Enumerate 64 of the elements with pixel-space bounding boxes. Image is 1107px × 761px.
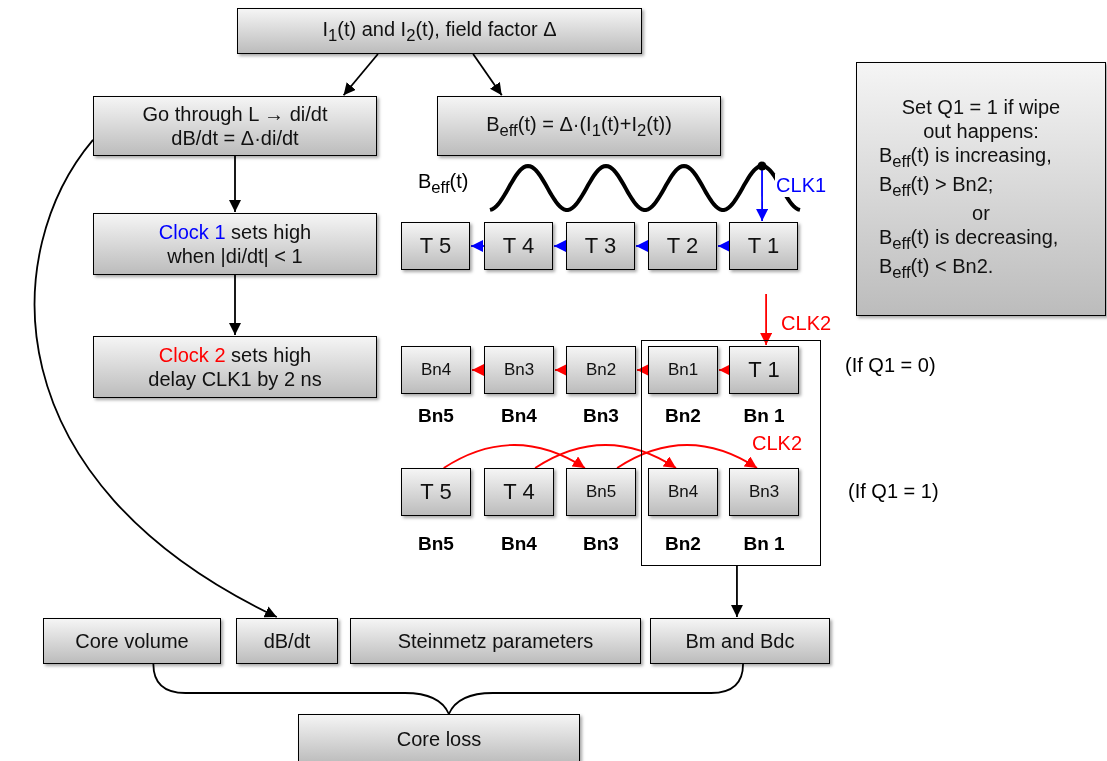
- register-label: Bn5: [418, 405, 454, 427]
- box-text: or: [971, 201, 991, 225]
- edge-label: CLK1: [775, 174, 828, 197]
- box-text: T 4: [502, 232, 535, 260]
- arrow: [730, 565, 743, 618]
- register-label: Bn 1: [743, 533, 785, 555]
- arrow: [229, 155, 241, 213]
- box-text: dB/dt: [263, 629, 311, 653]
- box-text: Bn4: [667, 481, 699, 503]
- arrow: [553, 240, 567, 252]
- clock-label: CLK2: [752, 432, 803, 455]
- arrow: [718, 364, 731, 376]
- condition-text: (If Q1 = 1): [848, 480, 939, 503]
- arrow: [534, 444, 677, 469]
- box-text: T 5: [420, 478, 452, 506]
- box-text: Bn3: [503, 359, 535, 381]
- arrow: [34, 138, 278, 618]
- box-text: T 4: [503, 478, 535, 506]
- arrow: [554, 364, 567, 376]
- box-text: T 5: [419, 232, 452, 260]
- arrow: [472, 53, 503, 97]
- box-text: B$_{eff}$(t) = Δ·(I$_{1}$(t)+I$_{2}$(t)): [486, 111, 672, 141]
- box-text: Steinmetz parameters: [397, 629, 594, 653]
- register-label: Bn3: [583, 405, 619, 427]
- box-text: Go through L → di/dt dB/dt = Δ·di/dt: [141, 102, 329, 150]
- arrow: [760, 293, 773, 346]
- box-text: B$_{eff}$(t) is decreasing, B$_{eff}$(t) < Bn2.: [879, 225, 1060, 283]
- box-text: Bn5: [585, 481, 617, 503]
- register-label: Bn4: [501, 405, 537, 427]
- box-text: Bn2: [585, 359, 617, 381]
- arrow: [616, 444, 758, 469]
- register-label: Bn 1: [743, 405, 785, 427]
- arrow: [636, 364, 649, 376]
- arrow: [342, 53, 379, 97]
- box-text: T 1: [747, 232, 780, 260]
- box-text: Core loss: [396, 727, 482, 751]
- box-text: Set Q1 = 1 if wipe out happens:: [900, 95, 1062, 143]
- box-text: Bn1: [667, 359, 699, 381]
- box-text: Bm and Bdc: [685, 629, 795, 653]
- arrow: [471, 364, 485, 376]
- box-text: Bn3: [748, 481, 780, 503]
- arrow: [442, 444, 586, 469]
- signal-label: B$_{eff}$(t): [418, 170, 469, 198]
- box-text: Bn4: [420, 359, 452, 381]
- brace-line: [152, 663, 450, 715]
- box-text: Clock 2 sets high delay CLK1 by 2 ns: [147, 343, 323, 391]
- box-text: Core volume: [75, 629, 189, 653]
- box-text: T 2: [666, 232, 699, 260]
- arrow: [470, 240, 485, 252]
- register-label: Bn4: [501, 533, 537, 555]
- box-text: B$_{eff}$(t) is increasing, B$_{eff}$(t) > Bn2;: [879, 143, 1053, 201]
- register-label: Bn2: [665, 533, 701, 555]
- box-text: T 3: [584, 232, 617, 260]
- arrow: [717, 240, 730, 252]
- register-label: Bn2: [665, 405, 701, 427]
- register-label: Bn3: [583, 533, 619, 555]
- arrow: [229, 274, 241, 336]
- box-text: Clock 1 sets high when |di/dt| < 1: [157, 220, 313, 268]
- box-text: T 1: [748, 356, 780, 384]
- register-label: Bn5: [418, 533, 454, 555]
- box-text: I$_{1}$(t) and I$_{2}$(t), field factor Δ: [322, 16, 557, 46]
- arrow: [635, 240, 649, 252]
- condition-text: (If Q1 = 0): [845, 354, 936, 377]
- brace-line: [447, 663, 744, 715]
